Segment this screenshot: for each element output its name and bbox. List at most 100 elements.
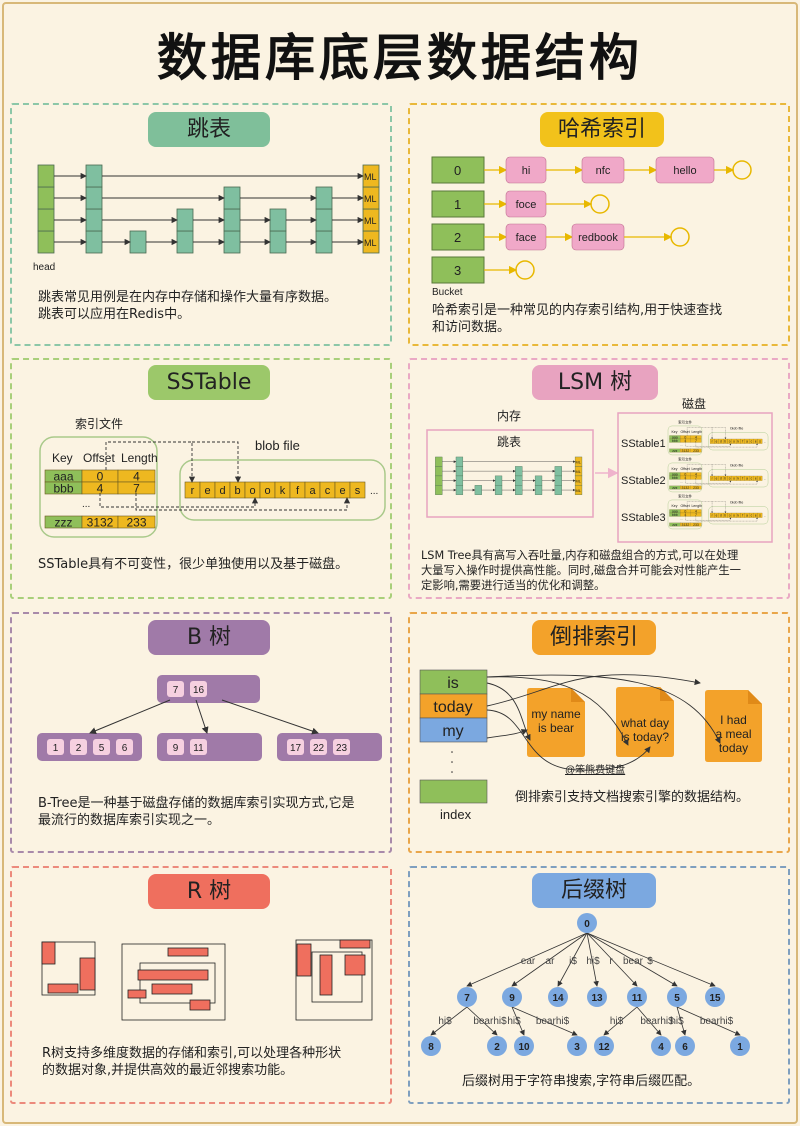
hash-bucket-label: 0	[454, 163, 461, 178]
suffix-edge-label: ar	[546, 956, 556, 967]
suffix-edge	[586, 932, 638, 987]
lsm-title: LSM 树	[532, 365, 658, 400]
index-ellipsis: ...	[82, 499, 90, 510]
btree-key: 22	[313, 743, 325, 754]
offset-pointer	[695, 516, 758, 522]
rtree-data-rect	[47, 983, 79, 994]
skiplist-node	[494, 485, 503, 495]
skiplist-head-cell	[435, 466, 443, 477]
panel-sstable	[10, 358, 392, 599]
blob-char: d	[720, 439, 722, 443]
index-cell-value: 0	[684, 510, 686, 514]
rtree-data-rect	[296, 943, 312, 977]
suffix-node	[594, 1036, 614, 1056]
blob-cell	[757, 512, 763, 518]
skiplist-node	[554, 485, 562, 495]
document-fold	[748, 690, 762, 704]
hash-entry-label: hello	[673, 165, 696, 177]
blob-file-label: blob file	[730, 464, 743, 468]
column-header: Key	[671, 504, 677, 508]
blob-char: e	[755, 439, 757, 443]
blob-char: c	[751, 476, 753, 480]
suffix-edge-label: hi$	[507, 1016, 521, 1027]
suffix-node-label: 15	[709, 993, 721, 1004]
suffix-node	[651, 1036, 671, 1056]
suffix-node	[567, 1036, 587, 1056]
index-cell-value: 7	[695, 439, 697, 443]
blob-char: e	[755, 513, 757, 517]
column-header: Length	[691, 504, 702, 508]
disk-box	[617, 412, 773, 543]
inverted-caption: 倒排索引支持文档搜索引擎的数据结构。	[515, 790, 750, 805]
caption-line: 大量写入操作时提供高性能。同时,磁盘合并可能会对性能产生一	[421, 564, 741, 577]
index-file-box	[39, 436, 158, 538]
offset-pointer	[712, 501, 727, 514]
blob-char: s	[759, 439, 761, 443]
skiplist-head-cell	[435, 485, 443, 495]
blob-char: k	[738, 476, 740, 480]
sstable-label: SStable1	[621, 438, 666, 450]
offset-pointer	[695, 479, 758, 485]
offset-pointer	[685, 479, 732, 484]
btree-key: 2	[76, 743, 82, 754]
btree-key-cell	[93, 739, 110, 755]
skiplist-node	[455, 466, 464, 477]
blob-char: d	[720, 476, 722, 480]
btree-key: 1	[53, 743, 59, 754]
skiplist-node	[474, 485, 482, 495]
blob-char: o	[733, 476, 735, 480]
suffix-node-label: 1	[737, 1042, 743, 1053]
suffix-edge-label: ear	[521, 956, 536, 967]
btree-key-cell	[333, 739, 350, 755]
blob-char: r	[712, 476, 714, 480]
index-cell-value: 4	[695, 473, 697, 477]
suffix-edge	[511, 932, 588, 987]
skiplist-head-cell	[435, 475, 443, 486]
suffix-edge	[586, 932, 678, 987]
blob-ellipsis: ...	[764, 513, 767, 517]
blob-char: b	[724, 476, 726, 480]
suffix-node-label: 8	[428, 1042, 434, 1053]
lsm-memtable-label: 跳表	[497, 435, 521, 449]
blob-char: a	[746, 439, 748, 443]
blob-ellipsis: ...	[764, 476, 767, 480]
blob-char: c	[325, 485, 331, 497]
skiplist-tail-label: ML	[364, 194, 377, 204]
btree-key: 6	[122, 743, 128, 754]
index-cell-value: 7	[133, 482, 140, 496]
suffix-edge-label: bearhi$	[640, 1016, 674, 1027]
suffix-edge	[511, 1006, 578, 1036]
null-terminator-icon	[515, 260, 535, 280]
index-cell-value: 233	[693, 486, 699, 490]
skiplist-node	[176, 230, 194, 254]
skiplist-node	[129, 230, 147, 254]
hash-bucket	[431, 156, 485, 184]
index-cell-value: 3132	[682, 449, 690, 453]
index-cell-value: 0	[97, 470, 104, 484]
index-term-cell	[419, 693, 488, 719]
suffix-edge	[676, 1006, 687, 1036]
null-terminator-icon	[670, 227, 690, 247]
btree-node	[157, 733, 262, 761]
sstable-label: SStable3	[621, 512, 666, 524]
index-file-label: 索引文件	[678, 456, 692, 461]
skiplist-node	[455, 456, 464, 467]
suffix-edge-label: hi$	[586, 956, 600, 967]
suffix-edge	[586, 932, 716, 987]
suffix-edge	[466, 932, 588, 987]
index-cell-value: zzz	[672, 449, 677, 453]
btree-child-pointer	[195, 699, 209, 734]
column-header: Offset	[680, 504, 689, 508]
skiplist-node	[315, 208, 333, 232]
hash-caption: 哈希索引是一种常见的内存索引结构,用于快速查找 和访问数据。	[432, 302, 722, 336]
column-header: Key	[52, 451, 73, 465]
skiplist-node	[315, 230, 333, 254]
index-cell-value: 4	[695, 436, 697, 440]
index-label: index	[440, 807, 472, 822]
btree-key-cell	[190, 739, 207, 755]
suffix-edge-label: bearhi$	[700, 1016, 734, 1027]
suffix-node-label: 14	[552, 993, 564, 1004]
